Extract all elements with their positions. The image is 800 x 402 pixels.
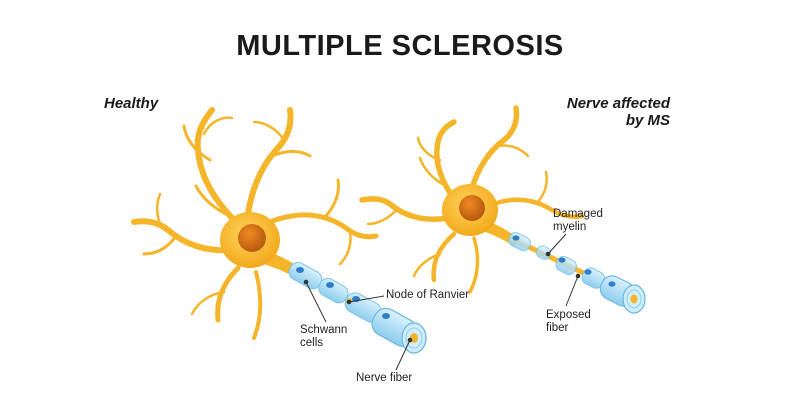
healthy-nucleus [238, 224, 266, 252]
damaged-myelin-line-2: myelin [553, 221, 587, 233]
schwann-cells-line-1: Schwann [300, 324, 348, 336]
damaged-myelin-line-1: Damaged [553, 208, 603, 220]
ms-label-line-2: by MS [625, 112, 670, 129]
ms-label-line-1: Nerve affected [566, 95, 670, 112]
ms-schwann-nuclei [512, 235, 616, 287]
healthy-dendrites [131, 107, 379, 340]
ms-leader-lines [545, 233, 581, 307]
schwann-cells-label: Schwann cells [300, 324, 347, 350]
ms-dendrites [359, 105, 585, 294]
exposed-fiber-line-1: Exposed [546, 309, 591, 321]
exposed-fiber-label: Exposed fiber [546, 309, 591, 335]
ms-neuron [359, 105, 646, 314]
schwann-cells-line-2: cells [300, 337, 324, 349]
healthy-label: Healthy [104, 95, 159, 112]
damaged-myelin-label: Damaged myelin [553, 208, 603, 234]
healthy-leader-lines [303, 279, 413, 371]
page-title: MULTIPLE SCLEROSIS [236, 30, 564, 62]
healthy-neuron [131, 107, 427, 371]
node-of-ranvier-label: Node of Ranvier [386, 289, 470, 301]
ms-nucleus [459, 195, 485, 221]
nerve-fiber-label: Nerve fiber [356, 372, 413, 384]
exposed-fiber-line-2: fiber [546, 322, 569, 334]
ms-label: Nerve affected by MS [538, 95, 670, 129]
